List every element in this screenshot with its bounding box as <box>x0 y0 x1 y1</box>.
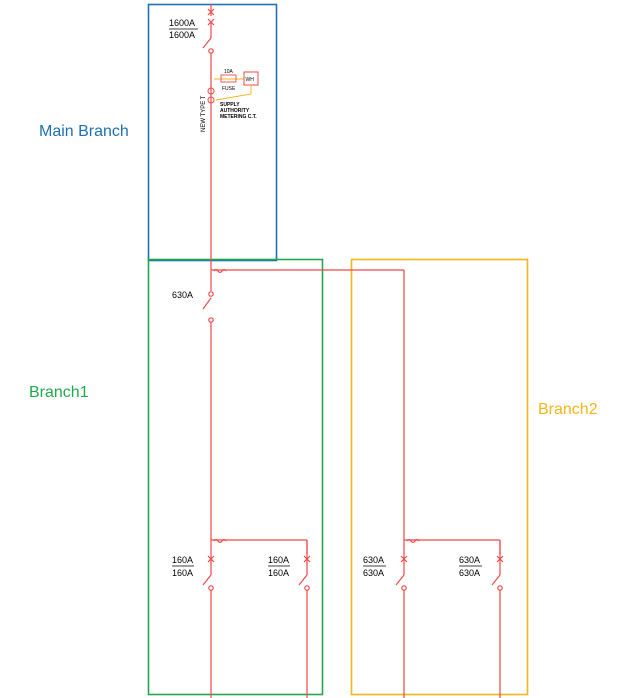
fuse-label: FUSE <box>222 86 236 92</box>
fuse-rating: 10A <box>224 69 234 75</box>
main-breaker-rating-bottom: 1600A <box>169 30 195 40</box>
main-circuit-breaker <box>202 4 215 262</box>
outgoing-1-rating-bottom: 160A <box>172 568 193 578</box>
meter-return-wire <box>215 85 252 101</box>
branch2-label: Branch2 <box>538 401 598 418</box>
outgoing-3-rating-top: 630A <box>363 555 384 565</box>
outgoing-4-rating-top: 630A <box>459 555 480 565</box>
branch1-circuit-breaker <box>202 262 214 540</box>
outgoing-breakers <box>202 540 504 698</box>
ct-label: NEW TYPE T <box>201 95 207 132</box>
metering-note-line-3: METERING C.T. <box>220 114 257 120</box>
outgoing-breaker-1 <box>202 540 215 698</box>
branch1-box <box>147 258 324 696</box>
outgoing-1-rating-top: 160A <box>172 555 193 565</box>
outgoing-2-rating-bottom: 160A <box>268 568 289 578</box>
metering-note-line-2: AUTHORITY <box>220 108 250 114</box>
outgoing-breaker-2 <box>298 540 311 698</box>
branch1-label: Branch1 <box>29 384 89 401</box>
main-branch-label: Main Branch <box>39 123 129 140</box>
metering-ct <box>207 87 215 104</box>
main-branch-box <box>147 3 278 262</box>
outgoing-breaker-4 <box>491 540 504 698</box>
outgoing-3-rating-bottom: 630A <box>363 568 384 578</box>
branch1-breaker-rating: 630A <box>172 290 193 300</box>
outgoing-4-rating-bottom: 630A <box>459 568 480 578</box>
fuse <box>220 74 237 83</box>
branch2-box <box>350 258 529 696</box>
main-breaker-rating-top: 1600A <box>169 18 195 28</box>
main-split-busbar <box>211 268 405 540</box>
branch1-busbar <box>211 538 308 555</box>
branch2-busbar <box>404 538 501 555</box>
kwh-meter-label: WH <box>246 77 255 83</box>
metering-note-line-1: SUPPLY <box>220 102 240 108</box>
outgoing-breaker-3 <box>395 540 408 698</box>
outgoing-2-rating-top: 160A <box>268 555 289 565</box>
